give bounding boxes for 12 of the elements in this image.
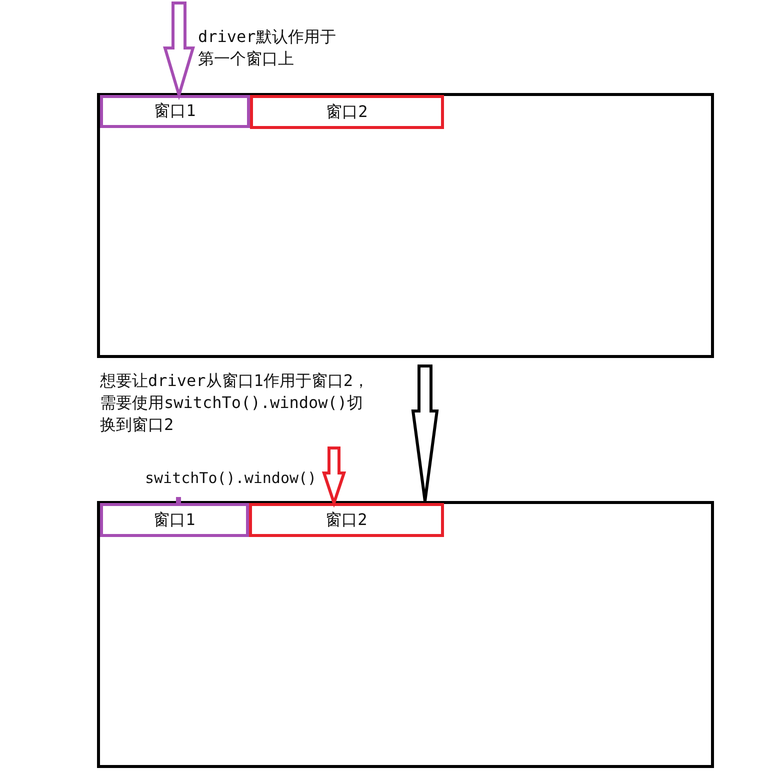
tab-box: 窗口2 xyxy=(249,503,444,537)
tab-box: 窗口1 xyxy=(100,95,250,128)
hollow-arrow xyxy=(322,446,346,508)
tab-box: 窗口1 xyxy=(100,503,249,537)
window-frame xyxy=(97,501,714,768)
note-text: switchTo().window() xyxy=(145,468,318,489)
hollow-arrow xyxy=(162,2,196,100)
note-text: driver默认作用于第一个窗口上 xyxy=(198,26,337,70)
tab-box: 窗口2 xyxy=(250,95,444,129)
note-text: 想要让driver从窗口1作用于窗口2，需要使用switchTo().window()切换到窗口2 xyxy=(100,370,370,436)
hollow-arrow xyxy=(411,364,439,502)
window-frame xyxy=(97,93,714,358)
